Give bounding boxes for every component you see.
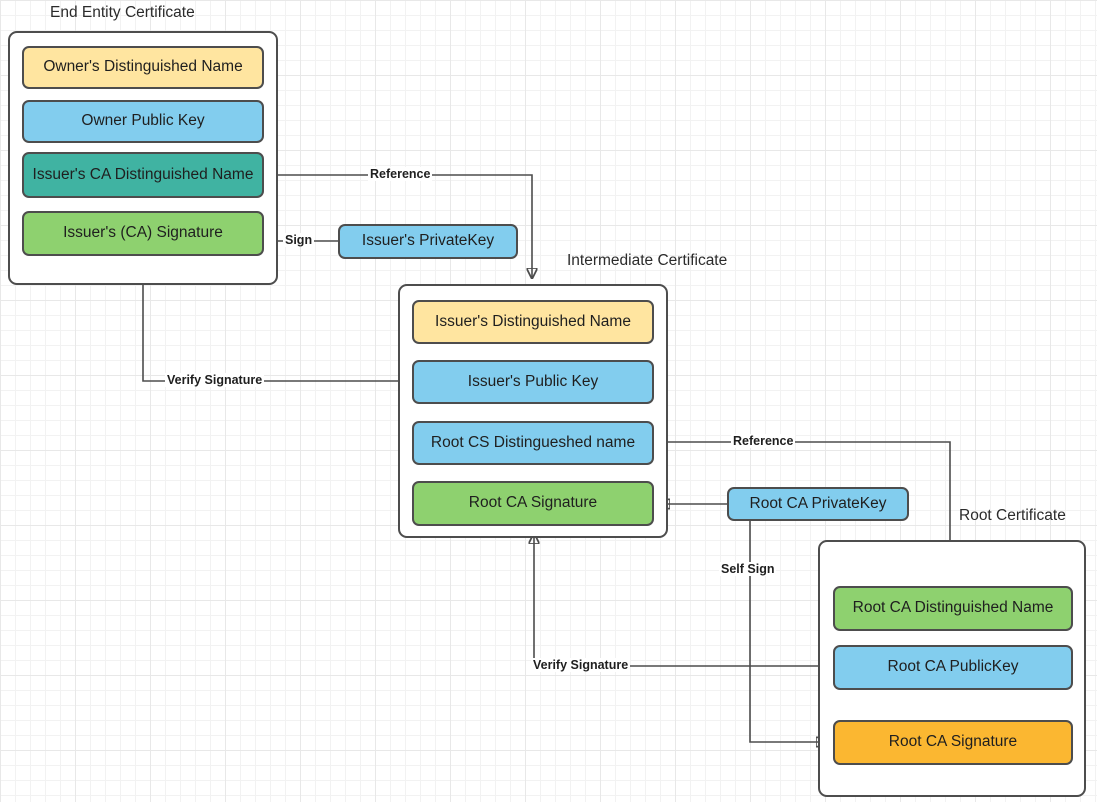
field-owner-distinguished-name[interactable]: Owner's Distinguished Name	[22, 46, 264, 89]
edge-verify-signature-intermediate	[534, 534, 832, 667]
field-root-ca-public-key[interactable]: Root CA PublicKey	[833, 645, 1073, 690]
root-certificate-title: Root Certificate	[959, 507, 1066, 524]
edge-label-reference-1: Reference	[368, 167, 433, 181]
edge-self-sign-root	[749, 519, 826, 742]
field-issuers-ca-signature[interactable]: Issuer's (CA) Signature	[22, 211, 264, 256]
edge-label-sign: Sign	[283, 233, 315, 247]
key-root-ca-private-key[interactable]: Root CA PrivateKey	[727, 487, 909, 521]
field-root-ca-distinguished-name[interactable]: Root CA Distinguished Name	[833, 586, 1073, 631]
field-root-ca-signature-root[interactable]: Root CA Signature	[833, 720, 1073, 765]
key-issuers-private-key[interactable]: Issuer's PrivateKey	[338, 224, 518, 259]
field-issuers-public-key[interactable]: Issuer's Public Key	[412, 360, 654, 404]
edge-label-self-sign: Self Sign	[719, 562, 777, 576]
field-issuer-ca-distinguished-name[interactable]: Issuer's CA Distinguished Name	[22, 152, 264, 198]
field-issuer-distinguished-name[interactable]: Issuer's Distinguished Name	[412, 300, 654, 344]
field-owner-public-key[interactable]: Owner Public Key	[22, 100, 264, 143]
field-root-ca-signature-intermediate[interactable]: Root CA Signature	[412, 481, 654, 526]
intermediate-certificate-title: Intermediate Certificate	[567, 252, 728, 269]
field-root-cs-distingueshed-name[interactable]: Root CS Distingueshed name	[412, 421, 654, 465]
edge-label-verify-signature-1: Verify Signature	[165, 373, 265, 387]
edge-label-verify-signature-2: Verify Signature	[531, 658, 631, 672]
end-entity-certificate-title: End Entity Certificate	[50, 4, 195, 21]
edge-label-reference-2: Reference	[731, 434, 796, 448]
